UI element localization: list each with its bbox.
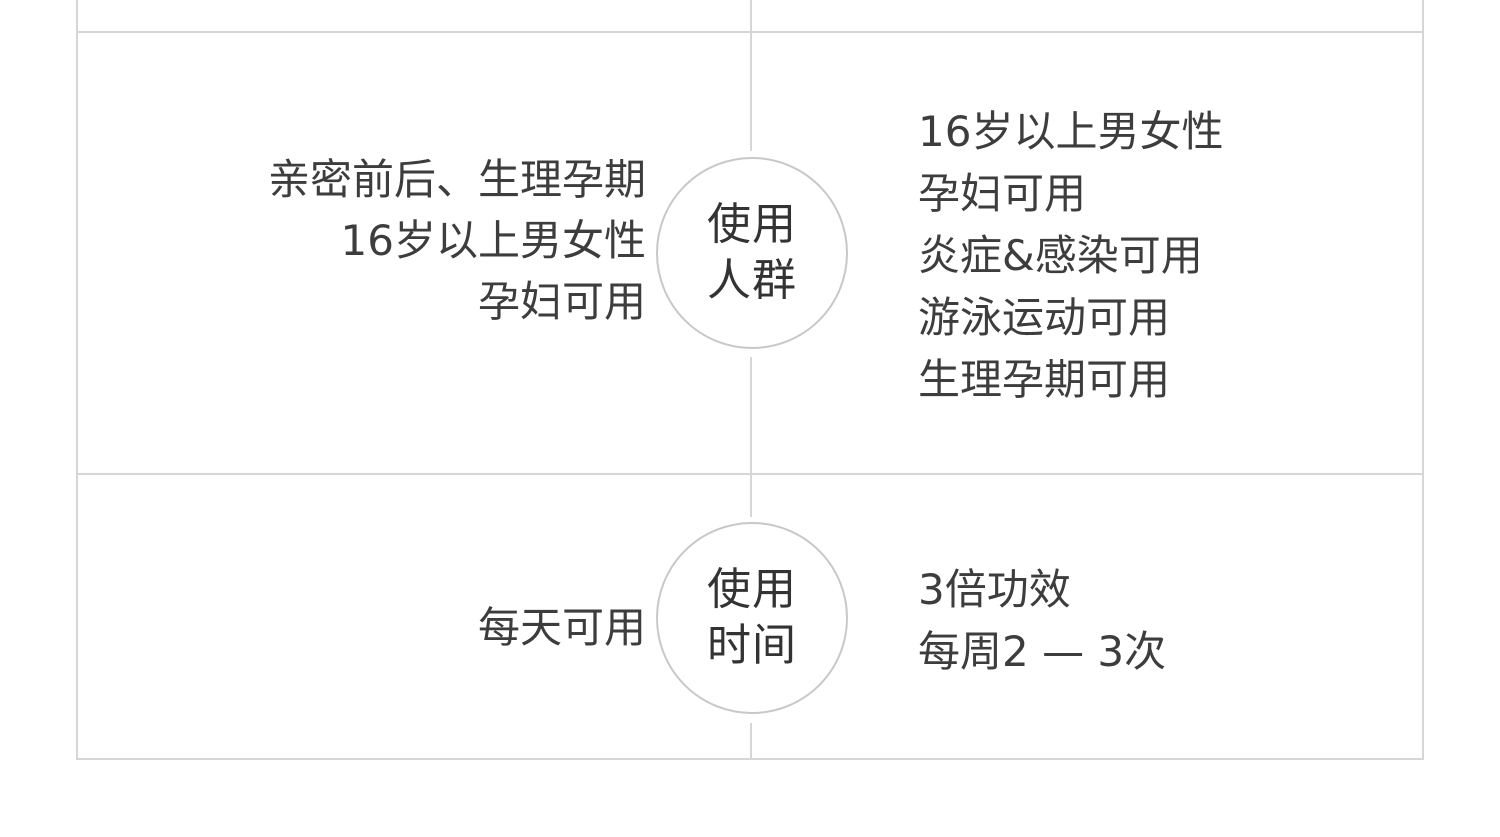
population-left-column: 亲密前后、生理孕期 16岁以上男女性 孕妇可用: [268, 149, 646, 332]
label-circle-population: 使用 人群: [656, 157, 848, 349]
label-text: 时间: [707, 620, 797, 671]
column-divider-segment: [750, 723, 752, 760]
column-divider-segment: [750, 33, 752, 151]
cell-text: 每周2 — 3次: [918, 627, 1167, 676]
cell-text: 孕妇可用: [477, 277, 646, 326]
column-divider-top: [750, 0, 752, 33]
label-text: 使用: [707, 564, 797, 615]
cell-text: 炎症&感染可用: [918, 231, 1203, 280]
cell-text: 16岁以上男女性: [340, 216, 646, 265]
label-text: 人群: [707, 255, 797, 306]
label-circle-time: 使用 时间: [656, 522, 848, 714]
label-text: 使用: [707, 199, 797, 250]
time-left-column: 每天可用: [478, 597, 646, 658]
time-right-column: 3倍功效 每周2 — 3次: [918, 559, 1166, 683]
cell-text: 游泳运动可用: [918, 293, 1171, 342]
column-divider-segment: [750, 357, 752, 517]
cell-text: 孕妇可用: [918, 169, 1087, 218]
cell-text: 生理孕期可用: [918, 355, 1171, 404]
cell-text: 3倍功效: [918, 565, 1071, 614]
cell-text: 16岁以上男女性: [918, 107, 1224, 156]
comparison-table: 使用 人群 使用 时间: [76, 0, 1424, 760]
cell-text: 亲密前后、生理孕期: [267, 155, 646, 204]
population-right-column: 16岁以上男女性 孕妇可用 炎症&感染可用 游泳运动可用 生理孕期可用: [918, 101, 1223, 411]
cell-text: 每天可用: [477, 603, 646, 652]
